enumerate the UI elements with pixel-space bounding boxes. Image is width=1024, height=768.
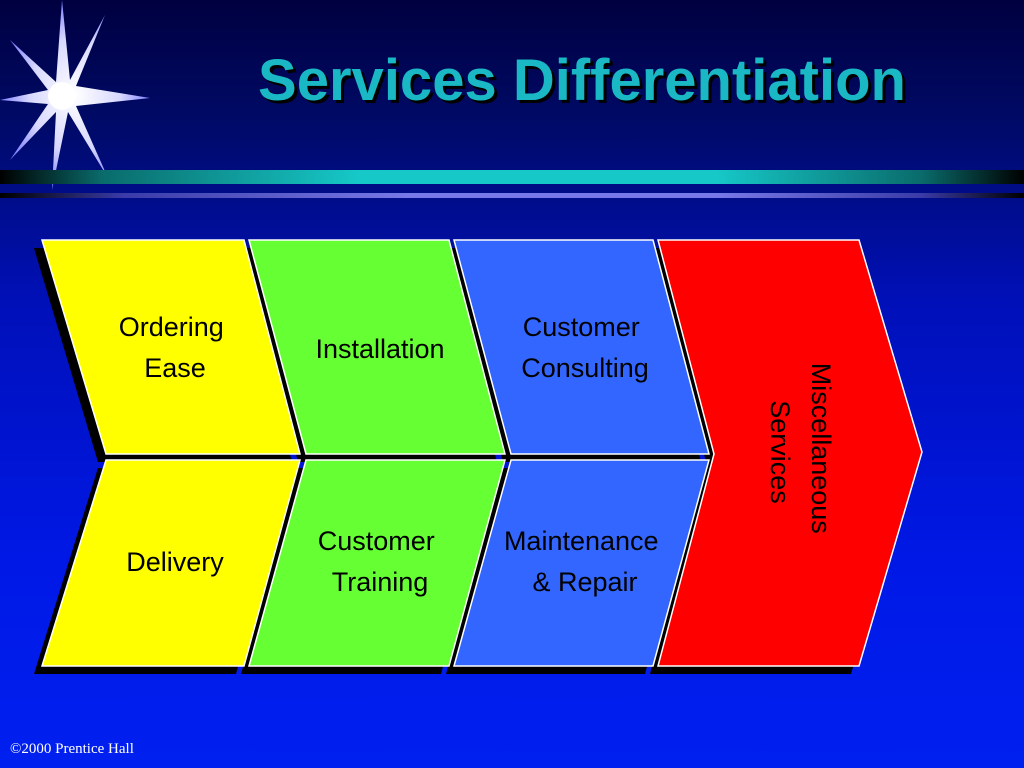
- label-maintenance-repair-line2: & Repair: [532, 567, 637, 597]
- chevron-customer-training: [248, 459, 506, 667]
- label-ordering-ease: Ordering Ease: [119, 312, 232, 383]
- label-customer-training-line1: Customer: [318, 526, 435, 556]
- label-customer-consulting: Customer Consulting: [521, 312, 649, 383]
- label-miscellaneous-services-line2: Services: [765, 400, 795, 504]
- slide-title: Services Differentiation: [258, 48, 906, 113]
- label-miscellaneous-services: Miscellaneous Services: [765, 363, 836, 542]
- label-customer-consulting-line1: Customer: [523, 312, 640, 342]
- label-installation: Installation: [315, 334, 444, 364]
- chevron-customer-consulting: [453, 239, 710, 455]
- label-customer-training: Customer Training: [318, 526, 443, 597]
- chevron-miscellaneous-services: [657, 239, 923, 667]
- chevron-ordering-ease: [40, 239, 301, 455]
- label-ordering-ease-line1: Ordering: [119, 312, 224, 342]
- label-delivery: Delivery: [126, 547, 224, 577]
- title-divider-lavender: [0, 193, 1024, 198]
- label-maintenance-repair: Maintenance & Repair: [504, 526, 666, 597]
- label-miscellaneous-services-line1: Miscellaneous: [806, 363, 836, 534]
- label-maintenance-repair-line1: Maintenance: [504, 526, 659, 556]
- label-miscellaneous-services-group: Miscellaneous Services: [765, 363, 836, 542]
- label-ordering-ease-line2: Ease: [144, 353, 206, 383]
- copyright-footer: ©2000 Prentice Hall: [10, 741, 134, 757]
- chevron-maintenance-repair: [453, 459, 710, 667]
- starburst-icon: [0, 0, 150, 190]
- chevron-installation: [248, 239, 506, 455]
- label-customer-training-line2: Training: [332, 567, 429, 597]
- label-customer-consulting-line2: Consulting: [521, 353, 649, 383]
- chevron-delivery: [40, 459, 301, 667]
- title-divider-teal: [0, 170, 1024, 184]
